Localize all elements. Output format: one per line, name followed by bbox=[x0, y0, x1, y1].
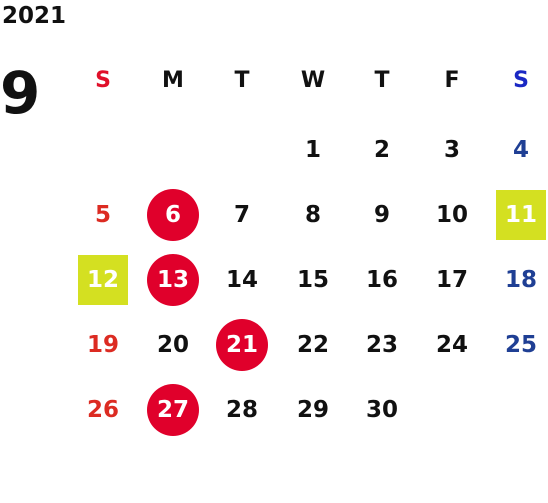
day-cell-14: 14 bbox=[225, 267, 258, 293]
day-cell-6: 6 bbox=[147, 189, 199, 241]
weekday-label-0: S bbox=[95, 68, 111, 93]
day-cell-25: 25 bbox=[504, 332, 537, 358]
weekday-label-6: S bbox=[513, 68, 529, 93]
day-cell-4: 4 bbox=[512, 137, 529, 163]
day-cell-21: 21 bbox=[216, 319, 268, 371]
day-cell-28: 28 bbox=[225, 397, 258, 423]
day-cell-17: 17 bbox=[435, 267, 468, 293]
day-cell-19: 19 bbox=[86, 332, 119, 358]
day-cell-15: 15 bbox=[296, 267, 329, 293]
day-cell-11: 11 bbox=[496, 190, 546, 240]
day-cell-24: 24 bbox=[435, 332, 468, 358]
weekday-label-3: W bbox=[300, 68, 326, 93]
day-cell-29: 29 bbox=[296, 397, 329, 423]
day-cell-18: 18 bbox=[504, 267, 537, 293]
day-cell-1: 1 bbox=[304, 137, 321, 163]
month-number: 9 bbox=[0, 59, 41, 127]
day-cell-5: 5 bbox=[94, 202, 111, 228]
day-cell-10: 10 bbox=[435, 202, 468, 228]
weekday-label-1: M bbox=[162, 68, 184, 93]
day-cell-26: 26 bbox=[86, 397, 119, 423]
day-cell-2: 2 bbox=[373, 137, 390, 163]
day-cell-27: 27 bbox=[147, 384, 199, 436]
day-cell-13: 13 bbox=[147, 254, 199, 306]
day-cell-8: 8 bbox=[304, 202, 321, 228]
day-cell-3: 3 bbox=[443, 137, 460, 163]
day-cell-23: 23 bbox=[365, 332, 398, 358]
day-cell-12: 12 bbox=[78, 255, 128, 305]
day-cell-7: 7 bbox=[233, 202, 250, 228]
weekday-label-5: F bbox=[444, 68, 460, 93]
year-label: 2021 bbox=[2, 3, 67, 29]
weekday-label-2: T bbox=[234, 68, 250, 93]
day-cell-30: 30 bbox=[365, 397, 398, 423]
weekday-label-4: T bbox=[374, 68, 390, 93]
day-cell-16: 16 bbox=[365, 267, 398, 293]
day-cell-22: 22 bbox=[296, 332, 329, 358]
day-cell-9: 9 bbox=[373, 202, 390, 228]
day-cell-20: 20 bbox=[156, 332, 189, 358]
